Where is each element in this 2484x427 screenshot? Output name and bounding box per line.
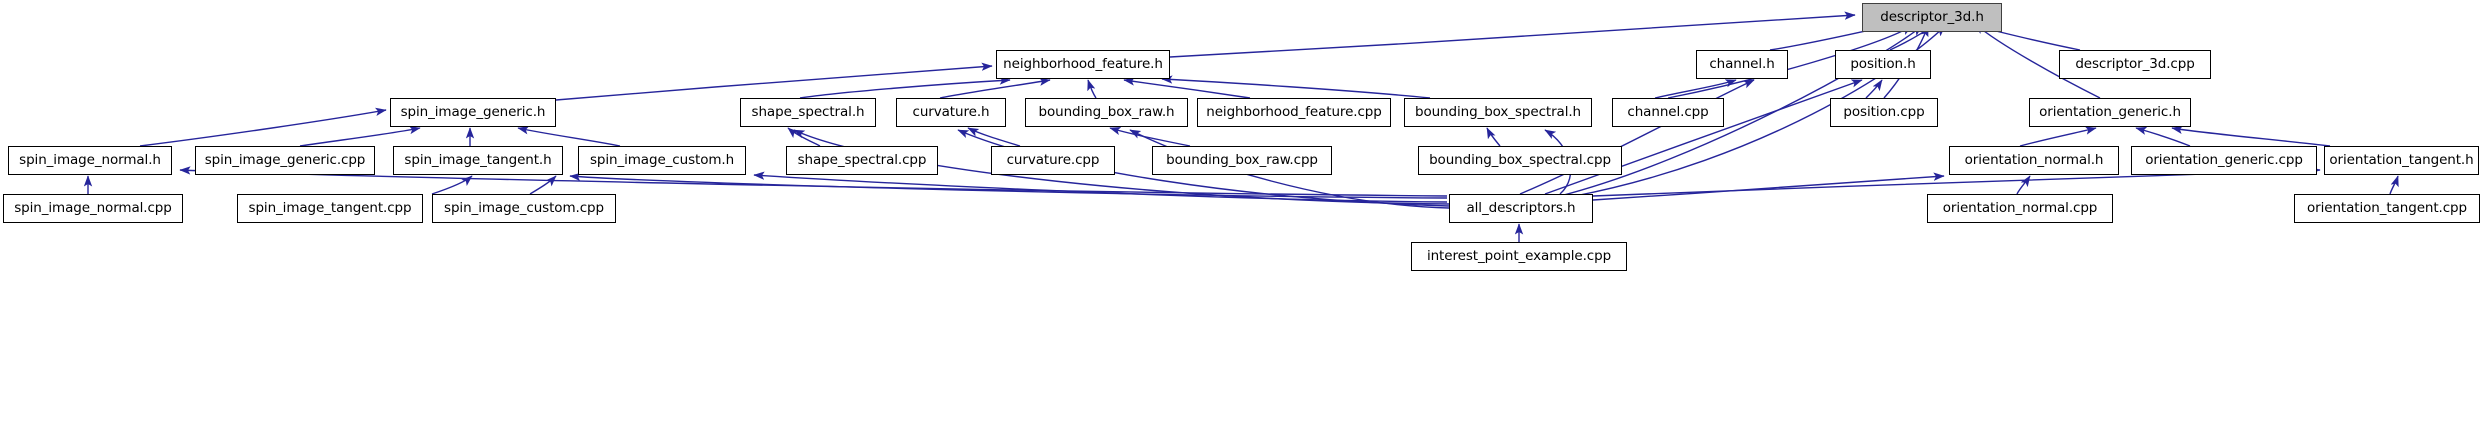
graph-node-orientation-generic-cpp[interactable]: orientation_generic.cpp (2131, 146, 2317, 175)
graph-node-orientation-normal-h[interactable]: orientation_normal.h (1949, 146, 2119, 175)
graph-edge (1865, 79, 1883, 99)
graph-node-shape-spectral-cpp[interactable]: shape_spectral.cpp (786, 146, 938, 175)
graph-node-descriptor-3d-h[interactable]: descriptor_3d.h (1862, 3, 2002, 32)
graph-node-curvature-h[interactable]: curvature.h (896, 98, 1006, 127)
graph-node-label: bounding_box_spectral.h (1414, 103, 1582, 120)
graph-edge (2171, 125, 2331, 147)
graph-edge (799, 76, 1011, 99)
graph-node-spin-image-tangent-cpp[interactable]: spin_image_tangent.cpp (237, 194, 423, 223)
graph-node-label: spin_image_generic.cpp (204, 151, 366, 168)
graph-edge (1123, 77, 1251, 99)
graph-edge (2389, 175, 2399, 195)
graph-node-label: descriptor_3d.cpp (2075, 55, 2195, 72)
graph-node-neighborhood-feature-cpp[interactable]: neighborhood_feature.cpp (1197, 98, 1391, 127)
graph-edge (139, 107, 387, 147)
graph-edge (967, 127, 1021, 147)
graph-node-spin-image-custom-h[interactable]: spin_image_custom.h (578, 146, 746, 175)
graph-edge (2135, 126, 2191, 147)
graph-node-label: bounding_box_spectral.cpp (1429, 151, 1611, 168)
graph-node-label: neighborhood_feature.h (1003, 55, 1163, 72)
graph-node-label: curvature.h (912, 103, 990, 120)
graph-edge (299, 125, 421, 147)
graph-node-label: bounding_box_raw.h (1038, 103, 1175, 120)
graph-node-position-cpp[interactable]: position.cpp (1830, 98, 1938, 127)
graph-edge (2016, 175, 2031, 195)
graph-node-label: all_descriptors.h (1466, 199, 1576, 216)
graph-edge (1654, 79, 1737, 99)
graph-node-label: spin_image_custom.h (589, 151, 735, 168)
graph-node-spin-image-generic-h[interactable]: spin_image_generic.h (390, 98, 556, 127)
graph-node-label: spin_image_normal.h (19, 151, 161, 168)
graph-node-label: orientation_generic.h (2039, 103, 2181, 120)
graph-node-bounding-box-raw-h[interactable]: bounding_box_raw.h (1025, 98, 1188, 127)
graph-edge (1169, 11, 1856, 58)
graph-node-spin-image-normal-h[interactable]: spin_image_normal.h (8, 146, 172, 175)
graph-edge (1519, 79, 1755, 195)
graph-node-label: orientation_generic.cpp (2145, 151, 2303, 168)
graph-node-orientation-tangent-cpp[interactable]: orientation_tangent.cpp (2294, 194, 2480, 223)
graph-node-descriptor-3d-cpp[interactable]: descriptor_3d.cpp (2059, 50, 2211, 79)
graph-node-bounding-box-raw-cpp[interactable]: bounding_box_raw.cpp (1152, 146, 1332, 175)
graph-node-label: position.cpp (1843, 103, 1925, 120)
graph-node-label: orientation_tangent.h (2329, 151, 2474, 168)
graph-node-bounding-box-spectral-cpp[interactable]: bounding_box_spectral.cpp (1418, 146, 1622, 175)
graph-edge (1667, 25, 1913, 99)
graph-node-spin-image-normal-cpp[interactable]: spin_image_normal.cpp (3, 194, 183, 223)
graph-node-label: spin_image_tangent.cpp (248, 199, 412, 216)
graph-edge (529, 175, 557, 195)
graph-node-position-h[interactable]: position.h (1835, 50, 1931, 79)
graph-node-interest-point-example-cpp[interactable]: interest_point_example.cpp (1411, 242, 1627, 271)
graph-edge (1486, 127, 1501, 147)
graph-node-spin-image-custom-cpp[interactable]: spin_image_custom.cpp (432, 194, 616, 223)
graph-edge (431, 175, 473, 195)
graph-edge (1161, 75, 1431, 99)
edges-group (83, 11, 2399, 243)
graph-node-label: orientation_normal.cpp (1942, 199, 2098, 216)
graph-edge (1574, 25, 1946, 197)
graph-edge (517, 126, 621, 147)
graph-edge (1109, 126, 1191, 147)
graph-edge (957, 129, 1450, 207)
graph-node-orientation-generic-h[interactable]: orientation_generic.h (2029, 98, 2191, 127)
graph-node-orientation-normal-cpp[interactable]: orientation_normal.cpp (1927, 194, 2113, 223)
graph-node-bounding-box-spectral-h[interactable]: bounding_box_spectral.h (1404, 98, 1592, 127)
graph-node-label: orientation_normal.h (1964, 151, 2104, 168)
graph-node-label: shape_spectral.h (751, 103, 865, 120)
graph-node-curvature-cpp[interactable]: curvature.cpp (991, 146, 1115, 175)
graph-edge (939, 77, 1051, 99)
graph-edge (1592, 172, 1945, 201)
graph-node-channel-cpp[interactable]: channel.cpp (1612, 98, 1724, 127)
graph-node-label: channel.cpp (1627, 103, 1709, 120)
graph-node-orientation-tangent-h[interactable]: orientation_tangent.h (2324, 146, 2479, 175)
graph-edge (555, 62, 993, 101)
graph-node-label: spin_image_custom.cpp (444, 199, 604, 216)
graph-node-label: bounding_box_raw.cpp (1166, 151, 1318, 168)
graph-node-label: channel.h (1709, 55, 1775, 72)
graph-node-label: orientation_tangent.cpp (2307, 199, 2467, 216)
graph-node-label: curvature.cpp (1006, 151, 1100, 168)
graph-node-label: neighborhood_feature.cpp (1206, 103, 1382, 120)
graph-node-label: spin_image_tangent.h (404, 151, 552, 168)
graph-node-all-descriptors-h[interactable]: all_descriptors.h (1449, 194, 1593, 223)
graph-node-spin-image-generic-cpp[interactable]: spin_image_generic.cpp (195, 146, 375, 175)
graph-node-spin-image-tangent-h[interactable]: spin_image_tangent.h (393, 146, 563, 175)
graph-node-label: shape_spectral.cpp (797, 151, 927, 168)
graph-node-label: spin_image_generic.h (400, 103, 546, 120)
graph-node-channel-h[interactable]: channel.h (1696, 50, 1788, 79)
graph-edge (1129, 129, 1450, 209)
graph-edge (2019, 126, 2097, 147)
graph-node-label: spin_image_normal.cpp (14, 199, 172, 216)
graph-node-label: interest_point_example.cpp (1426, 247, 1612, 264)
graph-node-neighborhood-feature-h[interactable]: neighborhood_feature.h (996, 50, 1170, 79)
graph-edge (753, 171, 1448, 203)
graph-node-shape-spectral-h[interactable]: shape_spectral.h (740, 98, 876, 127)
graph-node-label: descriptor_3d.h (1880, 8, 1984, 25)
graph-edge (1087, 79, 1097, 99)
graph-edge (1544, 79, 1863, 195)
graph-node-label: position.h (1850, 55, 1916, 72)
graph-edge (787, 127, 821, 147)
